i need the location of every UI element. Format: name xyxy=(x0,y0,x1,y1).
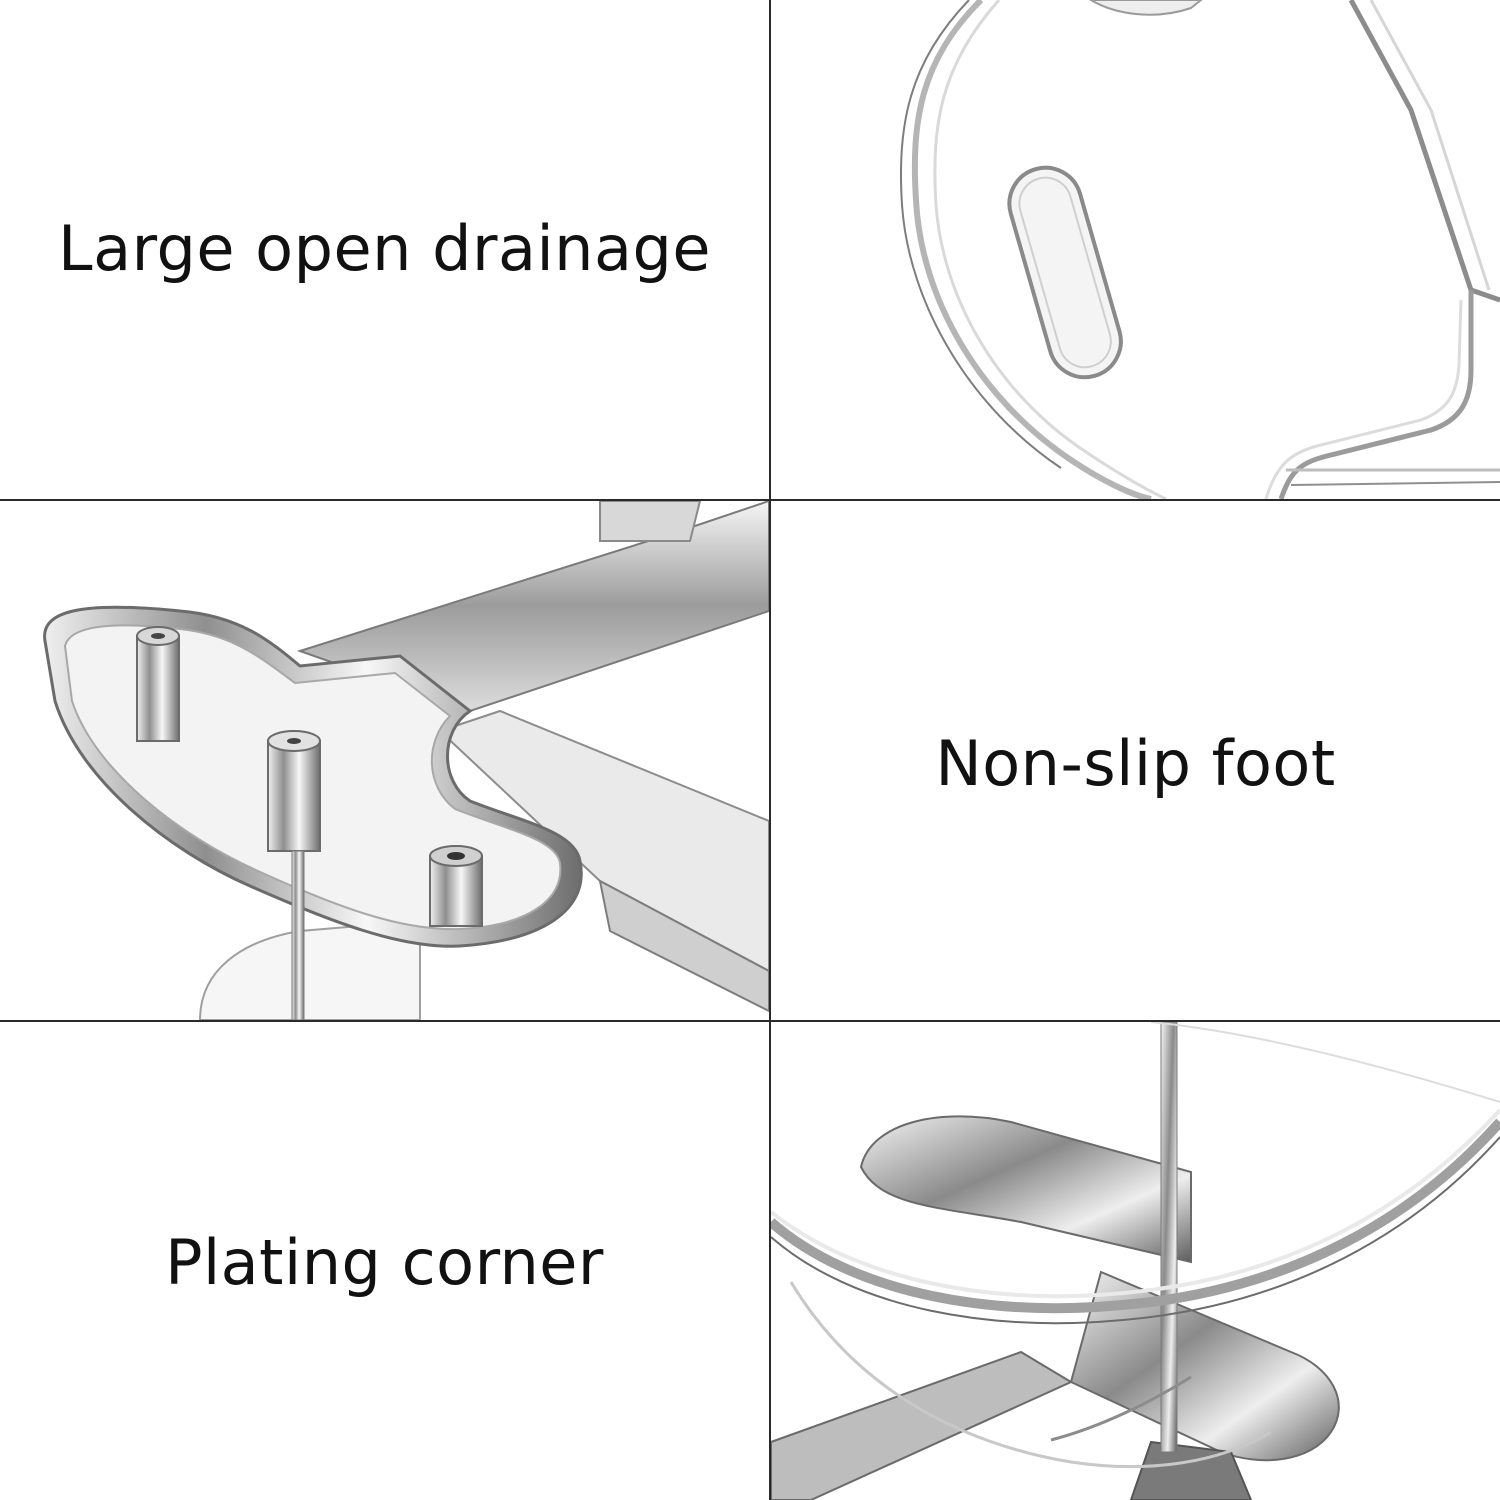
panel-plating-corner-photo xyxy=(771,1022,1500,1500)
panel-large-open-drainage: Large open drainage xyxy=(0,0,769,499)
plating-corner-illustration xyxy=(771,1022,1500,1500)
foot-bracket-illustration xyxy=(43,501,769,1020)
panel-foot-bracket-photo xyxy=(0,501,769,1020)
grid-divider-horizontal-1 xyxy=(0,499,1500,501)
caption-plating-corner: Plating corner xyxy=(165,1226,604,1299)
drainage-ring-illustration xyxy=(899,0,1500,499)
caption-non-slip-foot: Non-slip foot xyxy=(935,727,1336,800)
panel-plating-corner: Plating corner xyxy=(0,1022,769,1500)
caption-large-open-drainage: Large open drainage xyxy=(58,212,711,285)
panel-non-slip-foot: Non-slip foot xyxy=(771,501,1500,1020)
grid-divider-horizontal-2 xyxy=(0,1020,1500,1022)
grid-divider-vertical xyxy=(769,0,771,1500)
panel-drainage-photo xyxy=(771,0,1500,499)
